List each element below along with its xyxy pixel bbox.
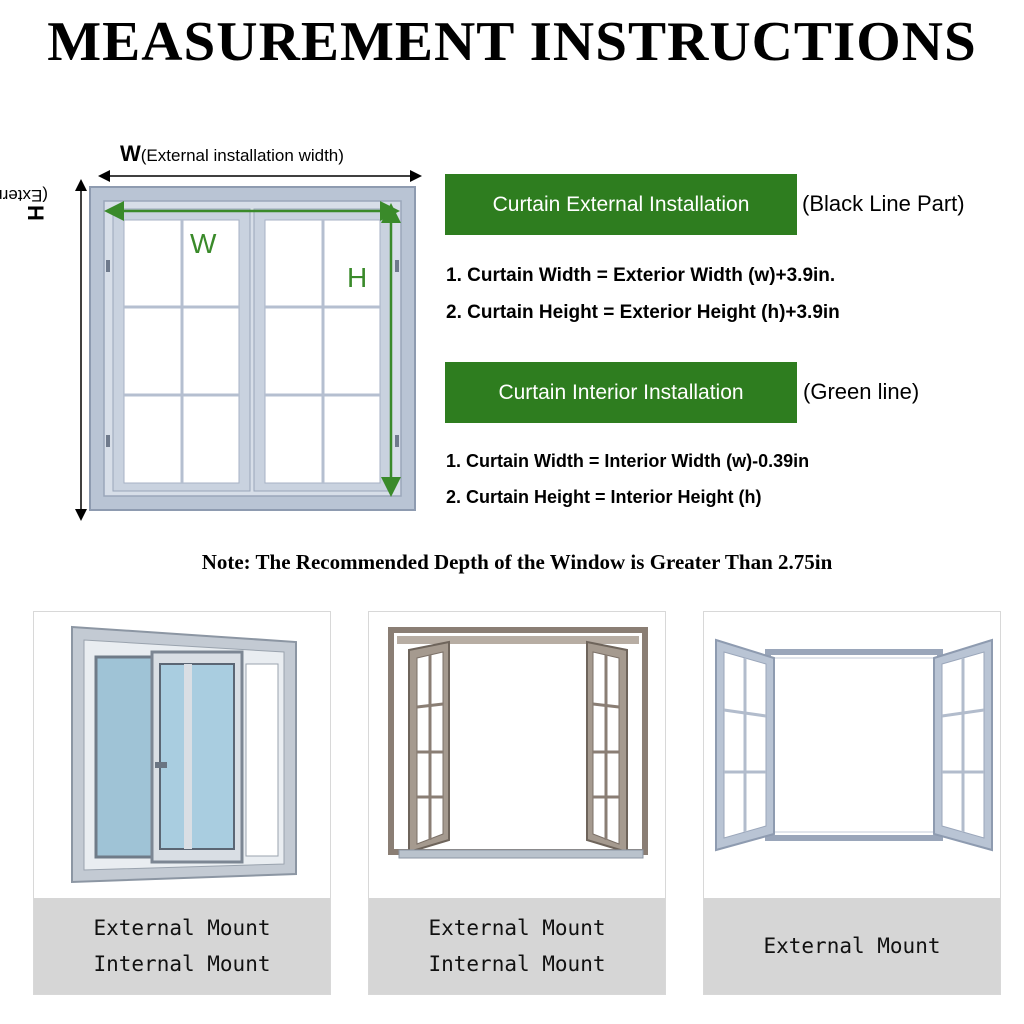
mount-card-open-casement: External Mount [703,611,1001,995]
mount-caption-line1: External Mount [763,934,941,958]
open-casement-illustration [715,638,993,852]
mount-caption: External Mount [704,898,1000,994]
sliding-window-illustration [71,625,297,884]
external-height-formula: 2. Curtain Height = Exterior Height (h)+… [446,302,840,323]
external-installation-note: (Black Line Part) [802,191,965,216]
interior-h-label: H [347,262,367,293]
mount-caption-line2: Internal Mount [93,952,271,976]
width-caption: (External installation width) [140,146,344,165]
width-label: W(External installation width) [120,141,344,167]
interior-installation-badge: Curtain Interior Installation [445,362,797,423]
window-diagram: W H [75,170,422,521]
mount-caption-line1: External Mount [93,916,271,940]
interior-width-formula: 1. Curtain Width = Interior Width (w)-0.… [446,451,810,471]
page-title: MEASUREMENT INSTRUCTIONS [47,11,977,73]
external-installation-badge: Curtain External Installation [445,174,797,235]
interior-installation-note: (Green line) [803,379,920,404]
casement-window-illustration [388,627,648,859]
height-caption: (External installation height) [0,186,48,205]
mount-caption-line2: Internal Mount [428,952,606,976]
mount-card-casement: External Mount Internal Mount [368,611,666,995]
interior-height-formula: 2. Curtain Height = Interior Height (h) [446,487,762,507]
mount-caption: External Mount Internal Mount [34,898,330,994]
interior-w-label: W [190,228,217,259]
mount-caption: External Mount Internal Mount [369,898,665,994]
height-letter: H [23,205,48,221]
mount-card-sliding: External Mount Internal Mount [33,611,331,995]
width-letter: W [120,141,141,166]
depth-note: Note: The Recommended Depth of the Windo… [201,550,833,574]
mount-caption-line1: External Mount [428,916,606,940]
external-width-formula: 1. Curtain Width = Exterior Width (w)+3.… [446,265,836,286]
